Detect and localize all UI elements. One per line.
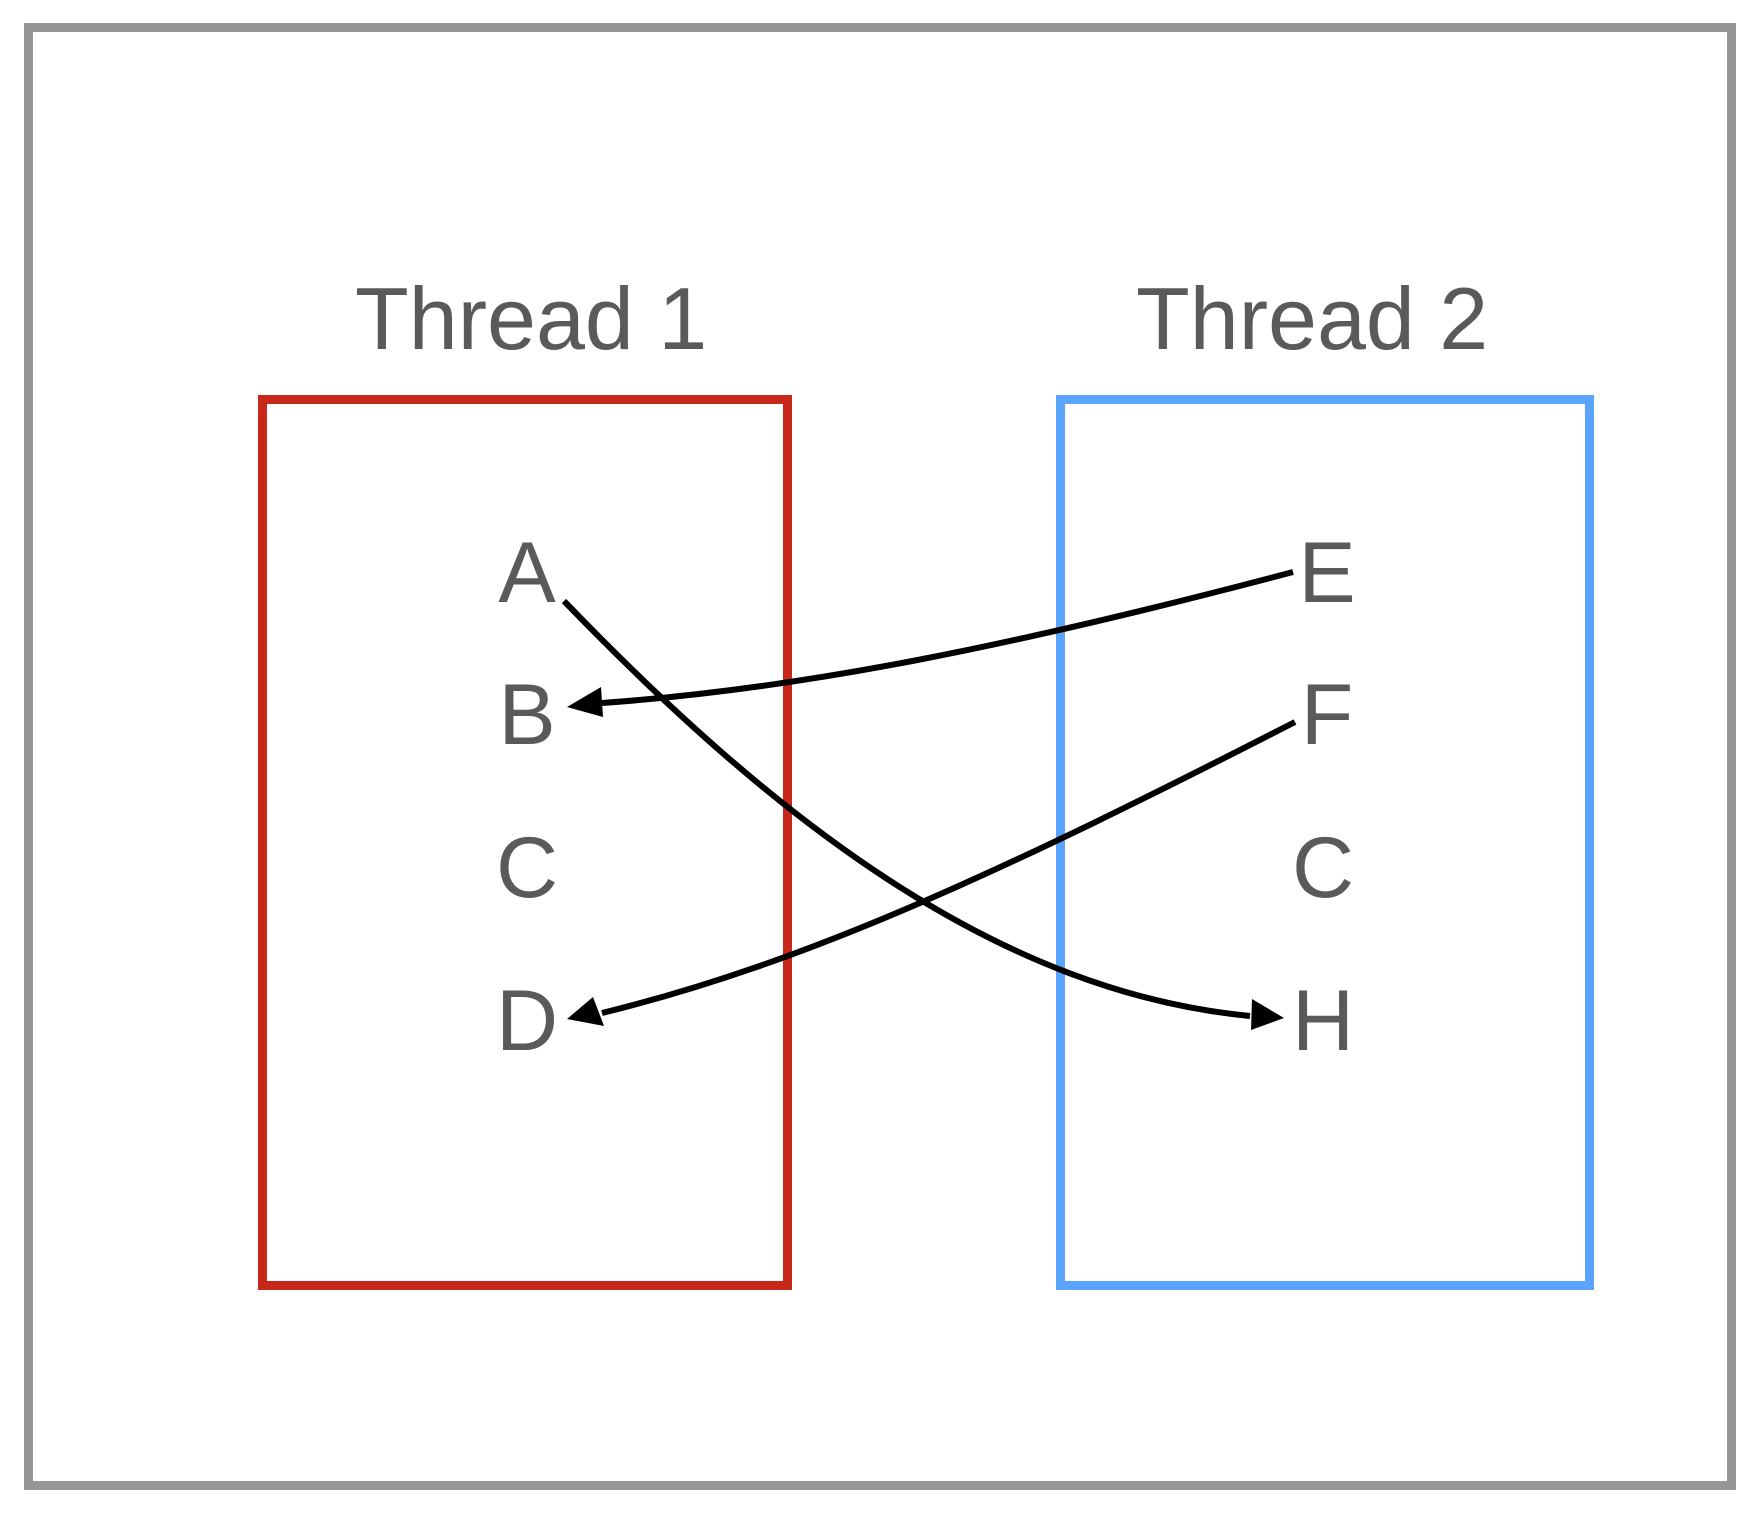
thread-2-step-e: E	[1298, 525, 1356, 621]
thread-1-box	[258, 395, 792, 1290]
thread-1-step-a: A	[498, 525, 556, 621]
thread-1-step-c: C	[495, 820, 559, 916]
thread-1-title: Thread 1	[355, 269, 708, 368]
arrowhead-d	[567, 997, 604, 1026]
thread-2-step-h: H	[1291, 973, 1355, 1069]
thread-2-step-c: C	[1291, 820, 1355, 916]
thread-1-step-b: B	[498, 667, 556, 763]
arrow-a-to-h	[561, 598, 1251, 1019]
arrow-f-to-d	[601, 719, 1297, 1016]
thread-2-title: Thread 2	[1136, 269, 1489, 368]
diagram-frame	[24, 23, 1736, 1490]
thread-1-step-d: D	[495, 973, 559, 1069]
arrowhead-h	[1251, 999, 1284, 1030]
arrowhead-b	[567, 687, 603, 717]
arrow-e-to-b	[601, 569, 1294, 706]
thread-2-box	[1056, 395, 1594, 1290]
thread-2-step-f: F	[1300, 667, 1354, 763]
